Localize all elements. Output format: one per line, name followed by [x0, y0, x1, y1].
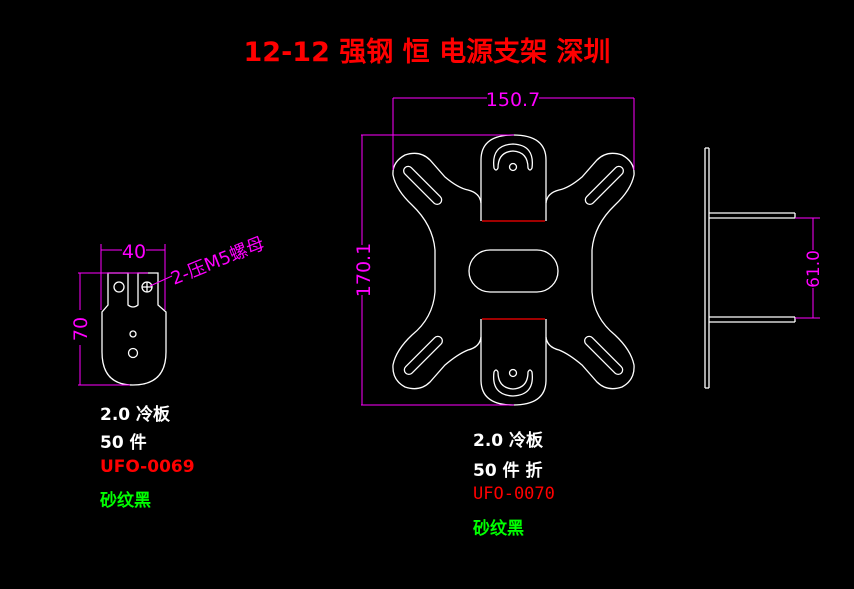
- hole: [508, 368, 518, 378]
- side-dimensions: [795, 217, 820, 319]
- left-bracket-outline: [101, 272, 167, 386]
- drawing-title: 12-12 强钢 恒 电源支架 深圳: [243, 37, 611, 68]
- hole: [508, 162, 518, 172]
- hole: [127, 347, 139, 359]
- mounting-plate: [392, 134, 635, 406]
- left-quantity: 50 件: [100, 433, 147, 453]
- right-part-no: UFO-0070: [473, 484, 555, 504]
- center-slot: [468, 249, 559, 293]
- left-bracket: [101, 272, 167, 386]
- leader-note: 2-压M5螺母: [168, 233, 268, 290]
- dim-61-0: 61.0: [804, 250, 824, 288]
- left-material: 2.0 冷板: [100, 405, 171, 425]
- plate-body-left: [392, 152, 482, 390]
- dim-70: 70: [70, 317, 92, 341]
- crosshair: [142, 282, 152, 292]
- slot: [403, 335, 443, 375]
- arc-slot: [492, 143, 534, 171]
- right-quantity: 50 件 折: [473, 461, 543, 481]
- left-dimensions: [78, 244, 173, 386]
- left-finish: 砂纹黑: [100, 491, 151, 511]
- dim-170-1: 170.1: [353, 243, 375, 297]
- dim-150-7: 150.7: [486, 89, 540, 111]
- hole: [113, 281, 125, 293]
- right-finish: 砂纹黑: [473, 519, 524, 539]
- slot: [403, 165, 443, 205]
- plate-dimensions: [361, 97, 635, 406]
- slot: [584, 335, 624, 375]
- plate-body-right: [545, 152, 635, 390]
- right-material: 2.0 冷板: [473, 431, 544, 451]
- plate-upper-tab: [480, 134, 547, 221]
- hole: [129, 330, 137, 338]
- plate-lower-tab: [480, 319, 547, 406]
- bend-lines: [482, 220, 545, 320]
- side-view: [704, 147, 796, 389]
- dim-40: 40: [122, 241, 146, 263]
- arc-slot: [492, 369, 534, 397]
- left-part-no: UFO-0069: [100, 457, 195, 477]
- slot: [584, 165, 624, 205]
